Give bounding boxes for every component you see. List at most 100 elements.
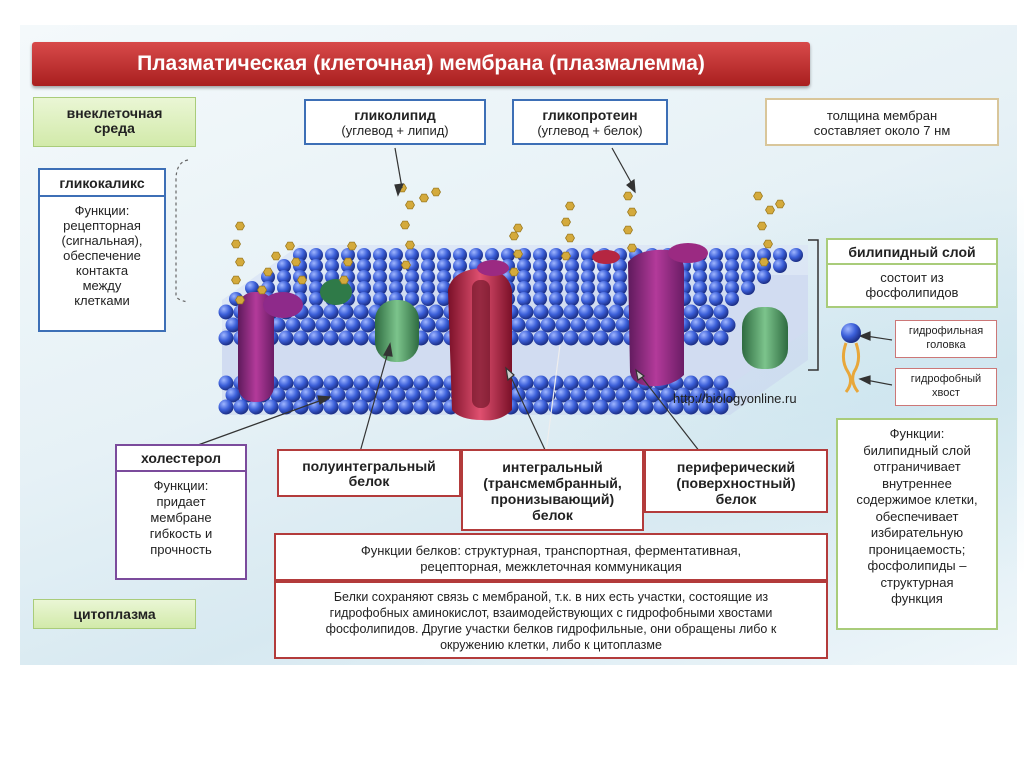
phospholipid-head xyxy=(278,330,294,346)
phospholipid-head xyxy=(308,330,324,346)
cholesterol-line: мембране xyxy=(150,510,212,525)
phospholipid-head xyxy=(428,399,444,415)
phospholipid-head xyxy=(581,270,595,284)
phospholipid-head xyxy=(300,317,316,333)
phospholipid-head xyxy=(405,387,421,403)
phospholipid-head xyxy=(608,399,624,415)
phospholipid-head xyxy=(373,259,387,273)
phospholipid-head xyxy=(533,330,549,346)
phospholipid-head xyxy=(309,292,323,306)
phospholipid-head xyxy=(581,281,595,295)
protein-functions-box: Функции белков: структурная, транспортна… xyxy=(274,533,828,581)
glycolipid-title: гликолипид xyxy=(354,107,436,123)
phospholipid-head xyxy=(533,270,547,284)
carbohydrate-unit xyxy=(231,275,241,285)
phospholipid-head xyxy=(675,387,691,403)
carbohydrate-unit xyxy=(623,191,633,201)
phospholipid-head xyxy=(608,375,624,391)
phospholipid-head xyxy=(563,399,579,415)
phospholipid-head xyxy=(549,270,563,284)
phospholipid-head xyxy=(613,270,627,284)
carbohydrate-unit xyxy=(763,239,773,249)
carbohydrate-unit xyxy=(509,267,519,277)
cholesterol-box: холестерол Функции: придает мембране гиб… xyxy=(115,444,247,580)
phospholipid-head xyxy=(437,259,451,273)
phospholipid-head xyxy=(585,387,601,403)
phospholipid-head xyxy=(540,387,556,403)
phospholipid-head xyxy=(533,304,549,320)
phospholipid-head xyxy=(578,330,594,346)
bilipid-title: билипидный слой xyxy=(828,240,996,265)
phospholipid-head xyxy=(390,387,406,403)
phospholipid-head xyxy=(565,292,579,306)
phospholipid-head xyxy=(248,399,264,415)
phospholipid-head xyxy=(285,387,301,403)
peripheral-protein-right xyxy=(628,243,708,387)
carbohydrate-unit xyxy=(405,240,415,250)
protein-note-line: гидрофобных аминокислот, взаимодействующ… xyxy=(329,606,773,620)
phospholipid-head xyxy=(353,375,369,391)
carbohydrate-unit xyxy=(561,251,571,261)
cholesterol-line: придает xyxy=(156,494,206,509)
bilipid-function-line: функция xyxy=(891,591,943,606)
phospholipid-head xyxy=(533,248,547,262)
integral-line: белок xyxy=(532,507,573,523)
phospholipid-head xyxy=(357,281,371,295)
phospholipid-head xyxy=(421,259,435,273)
phospholipid-head xyxy=(725,259,739,273)
hydrophilic-head-label: гидрофильная головка xyxy=(895,320,997,358)
phospholipid-head xyxy=(353,330,369,346)
carbohydrate-unit xyxy=(513,249,523,259)
phospholipid-head xyxy=(549,259,563,273)
cytoplasm-text: цитоплазма xyxy=(73,606,156,622)
phospholipid-head xyxy=(693,270,707,284)
phospholipid-head xyxy=(360,317,376,333)
phospholipid-head xyxy=(309,281,323,295)
phospholipid-head xyxy=(270,317,286,333)
bilipid-function-line: избирательную xyxy=(870,525,964,540)
phospholipid-head xyxy=(338,399,354,415)
bilipid-function-line: Функции: xyxy=(889,426,945,441)
phospholipid-head xyxy=(698,399,714,415)
phospholipid-head xyxy=(690,387,706,403)
phospholipid-head xyxy=(660,387,676,403)
glycocalyx-functions: Функции: рецепторная (сигнальная), обесп… xyxy=(40,197,164,308)
phospholipid-head xyxy=(608,330,624,346)
phospholipid-head xyxy=(683,330,699,346)
phospholipid-head xyxy=(517,281,531,295)
integral-protein-box: интегральный (трансмембранный, пронизыва… xyxy=(461,449,644,531)
peripheral-protein-left xyxy=(238,292,303,402)
phospholipid-head xyxy=(285,317,301,333)
carbohydrate-unit xyxy=(753,191,763,201)
phospholipid-head xyxy=(533,259,547,273)
phospholipid-head xyxy=(315,317,331,333)
phospholipid-head xyxy=(338,330,354,346)
phospholipid-head xyxy=(725,281,739,295)
cytoplasm-label: цитоплазма xyxy=(33,599,196,629)
phospholipid-head xyxy=(581,259,595,273)
protein-note-line: Белки сохраняют связь с мембраной, т.к. … xyxy=(333,590,769,604)
phospholipid-head xyxy=(293,330,309,346)
phospholipid-head xyxy=(638,399,654,415)
phospholipid-head xyxy=(398,399,414,415)
phospholipid-head xyxy=(428,304,444,320)
phospholipid-head xyxy=(323,399,339,415)
glycocalyx-bracket xyxy=(175,159,189,303)
bilipid-functions-box: Функции: билипидный слой отграничивает в… xyxy=(836,418,998,630)
page-title: Плазматическая (клеточная) мембрана (пла… xyxy=(32,42,810,86)
phospholipid-head xyxy=(725,248,739,262)
phospholipid-head xyxy=(720,317,736,333)
phospholipid-head xyxy=(373,248,387,262)
source-url[interactable]: http://biologyonline.ru xyxy=(673,391,797,406)
phospholipid-head xyxy=(757,248,771,262)
phospholipid-head xyxy=(330,387,346,403)
phospholipid-head xyxy=(517,270,531,284)
glycocalyx-line: между xyxy=(82,278,122,293)
phospholipid-head xyxy=(225,317,241,333)
bilipid-function-line: структурная xyxy=(880,574,954,590)
carbohydrate-unit xyxy=(297,275,307,285)
phospholipid-head xyxy=(341,248,355,262)
bilipid-function-line: проницаемость; xyxy=(868,541,966,557)
phospholipid-head xyxy=(720,387,736,403)
